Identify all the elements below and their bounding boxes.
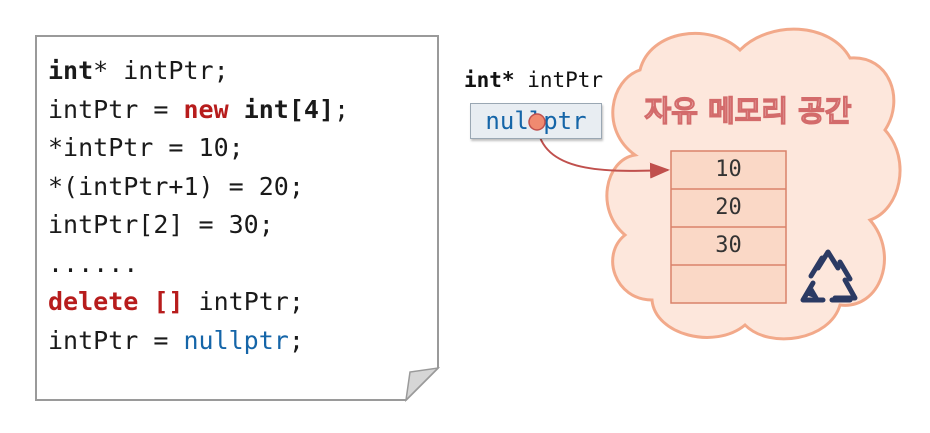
code-token [138,287,153,316]
code-token: * intPtr; [93,56,229,85]
pointer-value-box: nullptr [470,103,602,139]
heap-title: 자유 메모리 공간 [644,93,852,128]
code-line: *(intPtr+1) = 20; [48,168,349,207]
code-token: ; [334,94,350,124]
code-token [229,95,244,124]
code-token: intPtr = [48,325,184,355]
code-line: delete [] intPtr; [48,283,349,322]
code-token: new [183,94,229,124]
code-token: ...... [48,248,139,278]
memory-cell-2: 30 [715,233,742,258]
pointer-name: intPtr [514,68,604,92]
pointer-arrow [536,122,670,179]
code-line: int* intPtr; [48,52,349,91]
type-keyword: int* [464,68,515,92]
code-token: nullptr [183,325,289,355]
pointer-value: nullptr [485,107,587,135]
recycle-icon [800,249,858,303]
memory-cell-0: 10 [715,157,742,182]
memory-block [670,150,787,304]
code-token: *intPtr = 10; [48,133,244,162]
code-token: [] [153,287,184,316]
code-line: intPtr[2] = 30; [48,206,349,245]
code-token: ; [288,325,304,355]
code-token: intPtr; [183,287,304,316]
code-token: *(intPtr+1) = 20; [48,171,304,201]
folded-corner [404,366,441,403]
code-card [35,35,441,403]
code-line: intPtr = nullptr; [48,322,349,361]
code-listing: int* intPtr;intPtr = new int[4];*intPtr … [48,52,349,360]
code-line: intPtr = new int[4]; [48,91,349,130]
memory-cell-1: 20 [715,195,742,220]
code-token: int[4] [243,94,334,124]
code-token: intPtr[2] = 30; [48,210,274,239]
memory-cell-3 [671,265,786,303]
code-line: ...... [48,245,349,284]
code-token: int [48,56,94,85]
code-token: delete [48,287,139,316]
code-line: *intPtr = 10; [48,129,349,168]
code-token: intPtr = [48,94,184,124]
pointer-declaration-label: int* intPtr [464,68,603,92]
